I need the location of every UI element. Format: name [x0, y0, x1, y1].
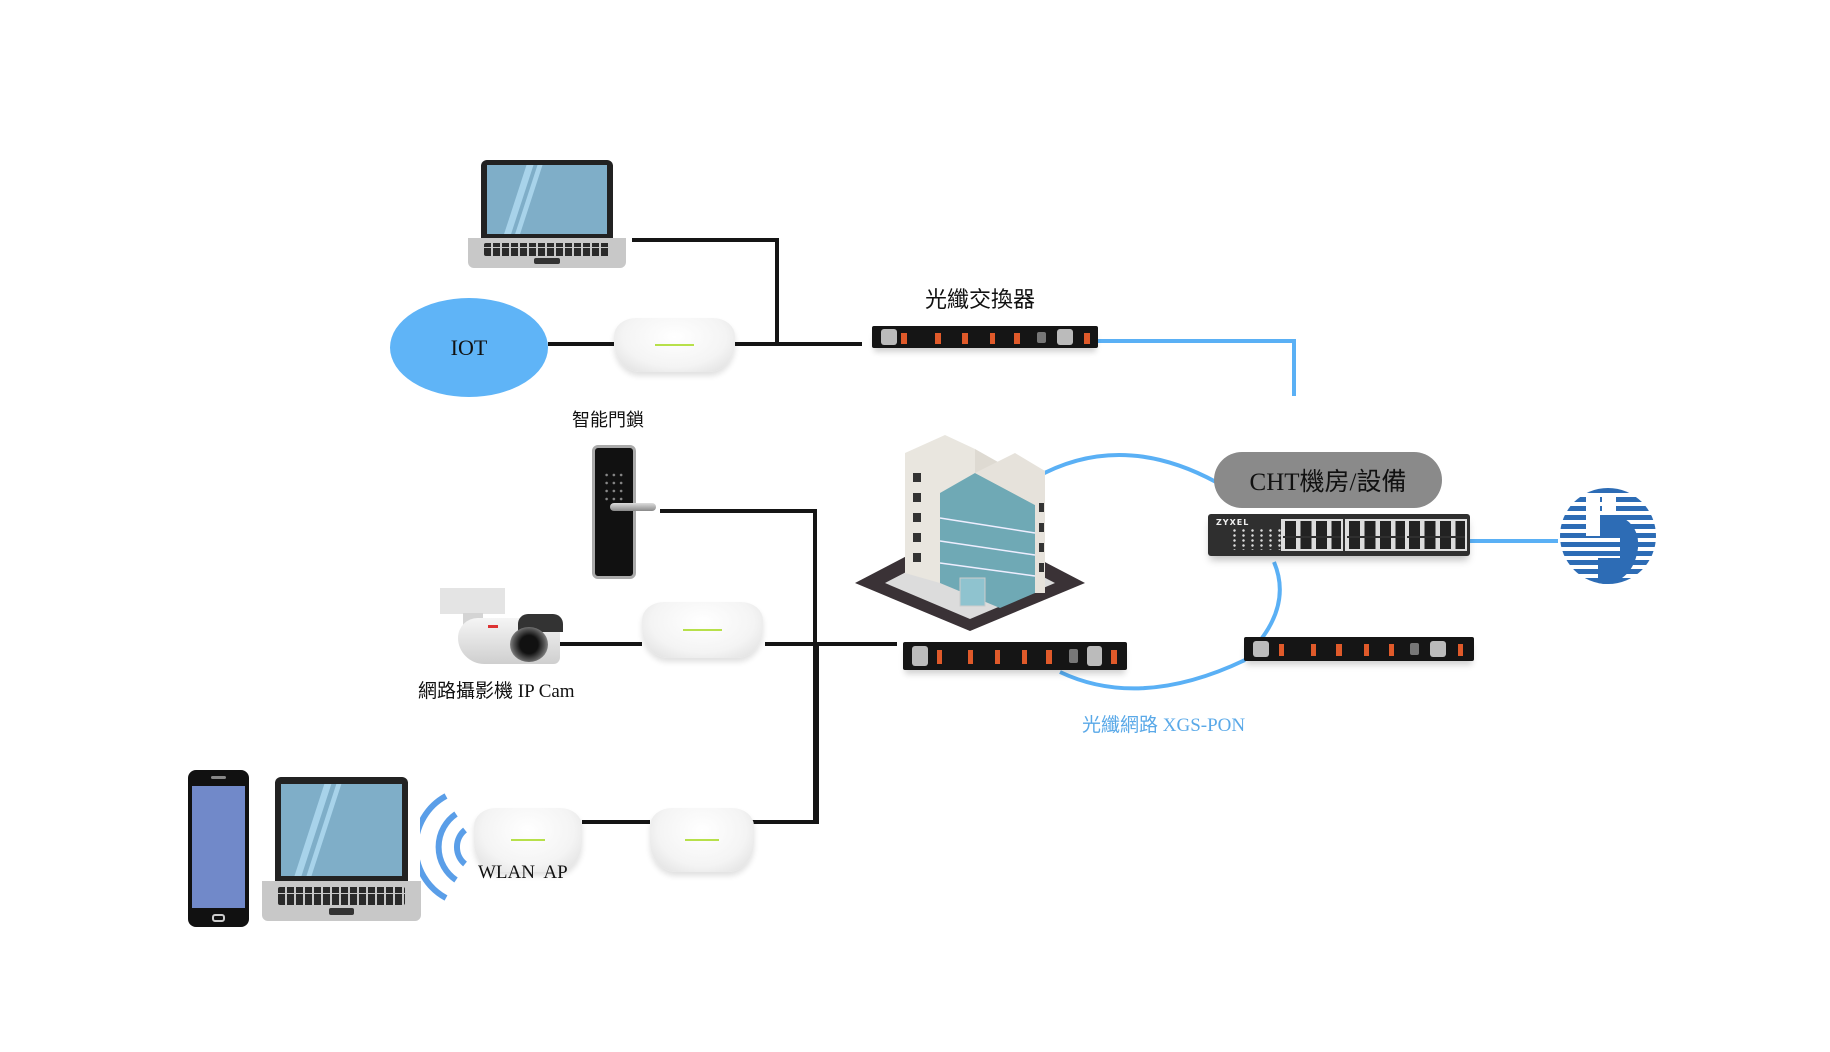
iot-label: IOT	[450, 334, 488, 360]
laptop-icon	[468, 160, 626, 268]
access-point-icon	[642, 602, 763, 658]
fiber-switch-label: 光纖交換器	[925, 288, 1036, 313]
wlan-ap-label: WLAN AP	[478, 862, 568, 883]
fiber-switch-icon	[872, 326, 1098, 348]
fiber-building-to-cht	[1034, 452, 1217, 484]
wifi-signal-icon	[412, 792, 472, 902]
right-fiber-switch-icon	[1244, 637, 1474, 661]
link-lock-to-building-switch	[660, 509, 817, 644]
switch-brand-label: ZYXEL	[1216, 518, 1250, 527]
ip-camera-icon	[440, 588, 565, 676]
fiber-network-label: 光纖網路 XGS-PON	[1082, 715, 1246, 736]
building-fiber-switch-icon	[903, 642, 1127, 670]
smart-lock-label: 智能門鎖	[572, 410, 644, 431]
cht-room-pill: CHT機房/設備	[1214, 452, 1442, 508]
smartphone-icon	[188, 770, 249, 927]
link-laptop-to-switch	[632, 238, 779, 344]
fiber-cht-switch-to-right-switch	[1260, 561, 1282, 640]
chunghwa-telecom-logo-icon	[1558, 486, 1658, 586]
building-icon	[855, 433, 1085, 631]
access-point-icon	[474, 808, 582, 872]
ip-cam-label: 網路攝影機 IP Cam	[418, 681, 575, 702]
laptop-icon	[262, 777, 421, 921]
iot-ellipse: IOT	[390, 298, 548, 397]
fiber-building-switch-to-right-switch	[1059, 658, 1246, 691]
access-point-icon	[650, 808, 754, 872]
fiber-switch-to-cht	[1098, 339, 1296, 396]
cht-room-label: CHT機房/設備	[1249, 469, 1407, 496]
door-lock-icon	[592, 445, 656, 579]
link-wlan-ap2-to-trunk	[752, 644, 819, 824]
cht-24port-switch-icon: ZYXEL	[1208, 514, 1470, 556]
access-point-icon	[614, 318, 735, 372]
